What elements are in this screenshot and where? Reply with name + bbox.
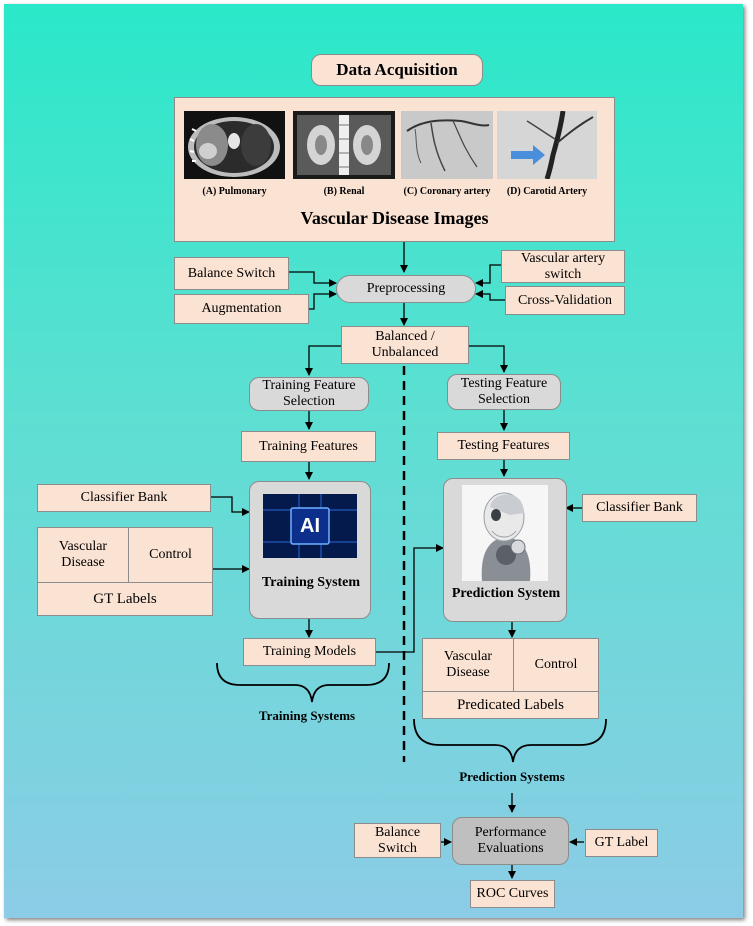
vascular-artery-switch-box: Vascular artery switch bbox=[501, 250, 625, 283]
gt-labels-table: Vascular Disease Control GT Labels bbox=[37, 527, 213, 616]
balanced-unbalanced-box: Balanced / Unbalanced bbox=[341, 326, 469, 364]
gt-label-box: GT Label bbox=[585, 829, 658, 857]
prediction-systems-label: Prediction Systems bbox=[459, 769, 565, 784]
testing-feature-selection-box: Testing Feature Selection bbox=[447, 374, 561, 410]
training-feature-selection-box: Training Feature Selection bbox=[249, 377, 369, 411]
pred-col-vascular-disease: Vascular Disease bbox=[423, 639, 514, 692]
renal-image bbox=[293, 111, 395, 179]
training-systems-label: Training Systems bbox=[258, 708, 356, 723]
preprocessing-box: Preprocessing bbox=[336, 275, 476, 303]
training-features-box: Training Features bbox=[241, 431, 376, 462]
data-acquisition-title: Data Acquisition bbox=[311, 54, 483, 86]
coronary-artery-image bbox=[401, 111, 493, 179]
gt-col-vascular-disease: Vascular Disease bbox=[38, 528, 129, 583]
roc-curves-box: ROC Curves bbox=[470, 880, 555, 908]
prediction-system-label: Prediction System bbox=[451, 586, 561, 601]
training-system-box: AI Training System bbox=[249, 481, 371, 619]
robot-image bbox=[462, 485, 548, 581]
images-heading: Vascular Disease Images bbox=[300, 208, 489, 228]
balance-switch-box: Balance Switch bbox=[174, 257, 289, 290]
gt-labels-footer: GT Labels bbox=[93, 591, 157, 607]
training-models-box: Training Models bbox=[243, 638, 376, 666]
balance-switch-eval-box: Balance Switch bbox=[354, 823, 441, 858]
caption-pulmonary: (A) Pulmonary bbox=[202, 186, 267, 197]
classifier-bank-left-box: Classifier Bank bbox=[37, 484, 211, 512]
pred-col-control: Control bbox=[514, 639, 598, 692]
caption-carotid-artery: (D) Carotid Artery bbox=[506, 186, 588, 197]
predicated-labels-table: Vascular Disease Control Predicated Labe… bbox=[422, 638, 599, 719]
cross-validation-box: Cross-Validation bbox=[505, 286, 625, 315]
performance-evaluations-box: Performance Evaluations bbox=[452, 817, 569, 865]
gt-col-control: Control bbox=[129, 528, 212, 583]
augmentation-box: Augmentation bbox=[174, 294, 309, 324]
ai-chip-image: AI bbox=[263, 494, 357, 558]
testing-features-box: Testing Features bbox=[437, 432, 570, 460]
pulmonary-image bbox=[184, 111, 285, 179]
training-system-label: Training System bbox=[261, 575, 361, 590]
caption-coronary-artery: (C) Coronary artery bbox=[403, 186, 491, 197]
caption-renal: (B) Renal bbox=[323, 186, 365, 197]
classifier-bank-right-box: Classifier Bank bbox=[582, 494, 697, 522]
predicated-labels-footer: Predicated Labels bbox=[456, 697, 565, 713]
prediction-system-box: Prediction System bbox=[443, 478, 567, 622]
prediction-brace bbox=[413, 718, 607, 763]
carotid-artery-image bbox=[497, 111, 597, 179]
training-brace bbox=[216, 662, 390, 703]
ai-logo-text: AI bbox=[300, 515, 320, 537]
